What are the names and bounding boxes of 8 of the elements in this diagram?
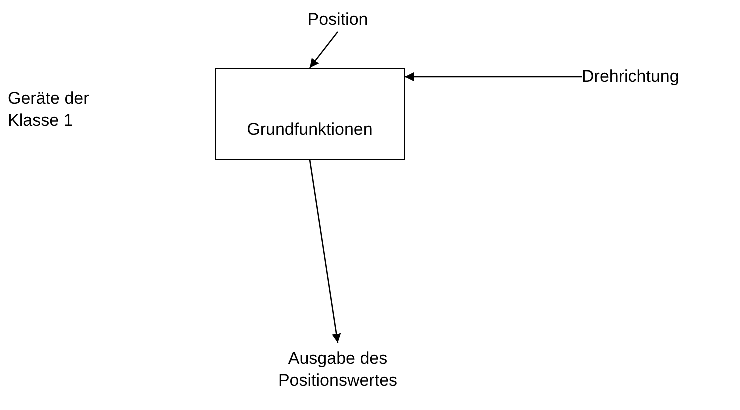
arrow: [405, 72, 582, 82]
arrow: [309, 32, 339, 68]
input-label: Position: [290, 8, 386, 32]
input-label: Drehrichtung: [582, 65, 722, 89]
function-box: Grundfunktionen: [215, 68, 405, 160]
arrow: [309, 160, 342, 344]
side-label: Geräte der Klasse 1: [8, 88, 90, 132]
output-label: Ausgabe des Positionswertes: [258, 343, 418, 397]
